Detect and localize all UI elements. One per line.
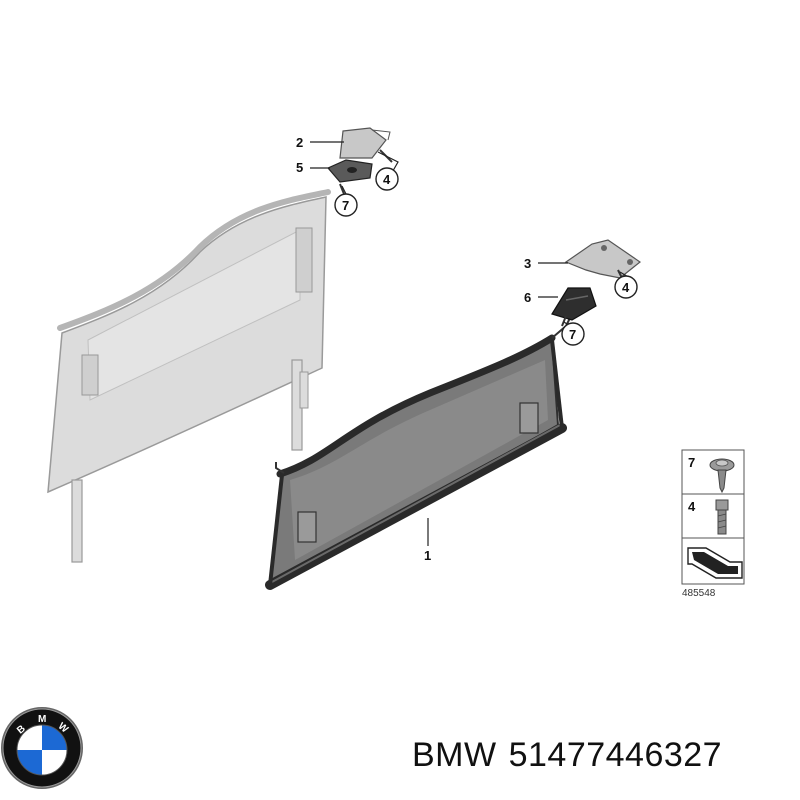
callout-circle-7-right <box>561 322 585 346</box>
main-sunblind-bottom-roller <box>265 423 567 590</box>
ghost-clip-left <box>81 354 99 396</box>
screw-part-7-upper <box>339 183 345 195</box>
callout-label-3: 3 <box>524 256 531 271</box>
callout-circle-7-upper <box>334 193 358 217</box>
leader-7-upper <box>341 185 347 195</box>
main-clip-right <box>519 402 539 434</box>
bracket-part-2 <box>339 127 387 159</box>
callout-circle-4-upper <box>375 167 399 191</box>
screw-washer-icon <box>709 458 735 494</box>
main-hook-left <box>275 462 285 474</box>
logo-letter-m: M <box>38 714 46 725</box>
footer-part-number: 51477446327 <box>508 736 723 774</box>
callout-label-7-right: 7 <box>569 327 576 342</box>
screw-part-7-right <box>561 315 567 327</box>
bracket-symbol-icon <box>687 547 743 579</box>
ghost-sunblind-assembly <box>47 189 331 563</box>
main-sunblind-side-right <box>550 339 564 429</box>
main-clip-left <box>297 511 317 543</box>
callouts: 2 5 4 7 3 4 6 7 1 <box>296 135 638 563</box>
callout-label-1: 1 <box>424 548 431 563</box>
ghost-clip-right <box>295 227 313 293</box>
main-sunblind <box>265 317 571 590</box>
bracket-part-3-hole-2 <box>627 259 633 265</box>
part-number-caption: BMW 51477446327 <box>412 736 722 775</box>
bracket-part-2-tab <box>371 129 391 141</box>
hex-bolt-icon <box>715 499 729 535</box>
callout-label-2: 2 <box>296 135 303 150</box>
callout-label-4-upper: 4 <box>383 172 391 187</box>
main-sunblind-bottom-roller-highlight <box>271 424 561 583</box>
ghost-leg-mid <box>299 371 309 409</box>
ghost-leg-left <box>71 479 83 563</box>
main-sunblind-top-rail <box>276 334 556 478</box>
bmw-logo: B M W <box>1 707 83 789</box>
ghost-top-rail <box>57 189 331 331</box>
callout-label-6: 6 <box>524 290 531 305</box>
fastener-legend: 7 4 485548 <box>681 449 745 599</box>
footer-brand: BMW <box>412 736 497 774</box>
mount-part-5-hole <box>347 167 357 173</box>
right-bracket-group <box>551 239 642 327</box>
mount-part-6-ridge <box>565 295 589 301</box>
callout-circle-4-right <box>614 275 638 299</box>
upper-bracket-group <box>327 127 393 195</box>
legend-number-bolt: 4 <box>688 499 696 514</box>
bracket-part-3-hole <box>601 245 607 251</box>
diagram-code: 485548 <box>682 588 716 599</box>
main-sunblind-side-left <box>268 474 284 586</box>
callout-label-4-right: 4 <box>622 280 630 295</box>
mount-part-6 <box>551 287 597 321</box>
bracket-part-3 <box>564 239 642 279</box>
callout-label-7-upper: 7 <box>342 198 349 213</box>
main-sunblind-shade <box>290 360 548 560</box>
legend-number-screw: 7 <box>688 455 695 470</box>
callout-label-5: 5 <box>296 160 303 175</box>
